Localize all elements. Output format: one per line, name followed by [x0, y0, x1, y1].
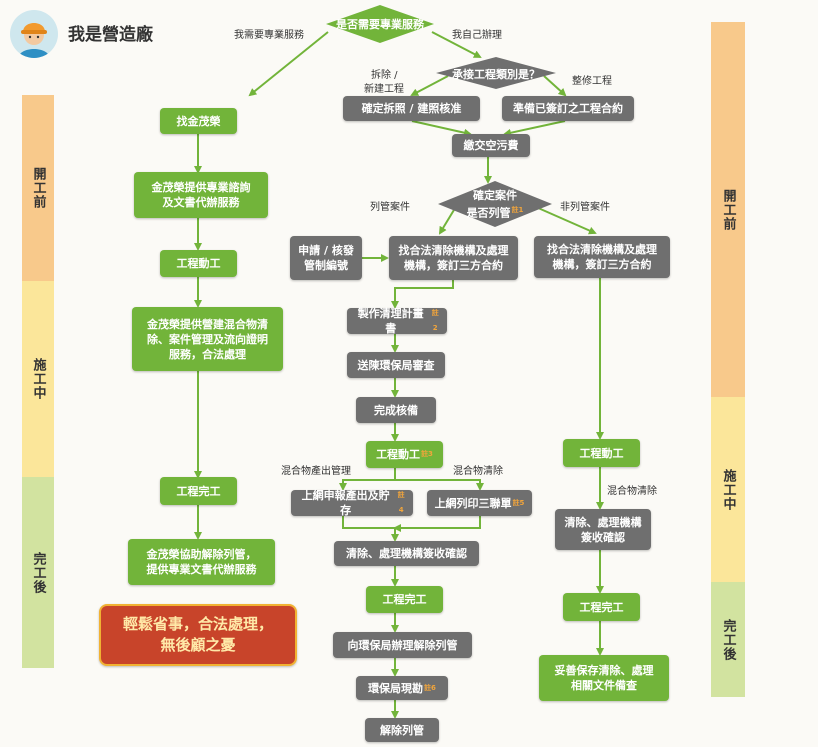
- slogan-line2: 無後顧之憂: [160, 636, 236, 654]
- label-mix-clear: 混合物清除: [453, 466, 503, 477]
- box-mid-start-label: 工程動工: [376, 448, 421, 461]
- box-keep-docs-line1: 妥善保存清除、處理: [554, 664, 654, 677]
- box-right-complete: 工程完工: [563, 593, 640, 621]
- note-2: 註2: [431, 309, 439, 332]
- decision-listed-line1: 確定案件: [473, 189, 517, 202]
- label-listed: 列管案件: [370, 202, 410, 213]
- box-left-complete: 工程完工: [160, 477, 237, 505]
- box-consult: 金茂榮提供專業諮詢 及文書代辦服務: [134, 172, 268, 218]
- decision-project-type: 承接工程類別是？: [435, 56, 557, 90]
- box-inspect: 環保局現勘註6: [356, 676, 448, 700]
- box-contract: 準備已簽訂之工程合約: [502, 96, 634, 121]
- box-find-org-right-line2: 機構，簽訂三方合約: [552, 258, 652, 271]
- slogan-line1: 輕鬆省事，合法處理，: [122, 615, 273, 633]
- box-plan-label: 製作清理計畫書: [357, 307, 424, 335]
- box-apply: 申請 / 核發 管制編號: [290, 236, 362, 280]
- decision-listed: 確定案件 是否列管註1: [437, 180, 553, 228]
- box-sign-right: 清除、處理機構 簽收確認: [555, 509, 651, 550]
- box-service-line2: 除、案件管理及流向證明: [147, 332, 268, 346]
- box-service-line1: 金茂榮提供營建混合物清: [147, 317, 268, 331]
- slogan-box: 輕鬆省事，合法處理， 無後顧之憂: [99, 604, 297, 666]
- box-left-start: 工程動工: [160, 250, 237, 277]
- note-4: 註4: [397, 491, 405, 514]
- box-submit: 送陳環保局審查: [347, 352, 445, 378]
- box-plan: 製作清理計畫書註2: [347, 307, 447, 335]
- decision-project-type-label: 承接工程類別是？: [452, 68, 540, 81]
- box-report: 上網申報產出及貯存註4: [291, 489, 413, 517]
- phase-mid-left: 施工中: [22, 281, 54, 477]
- box-find-org-mid-line2: 機構，簽訂三方合約: [404, 259, 503, 272]
- box-print: 上網列印三聯單註5: [427, 490, 532, 516]
- box-apply-line2: 管制編號: [304, 259, 348, 272]
- phase-pre-left: 開工前: [22, 95, 54, 281]
- box-mid-start: 工程動工註3: [366, 441, 443, 468]
- box-inspect-label: 環保局現勘: [368, 681, 424, 695]
- box-find-org-mid: 找合法清除機構及處理 機構，簽訂三方合約: [389, 236, 518, 280]
- phase-post-left: 完工後: [22, 477, 54, 668]
- box-keep-docs-line2: 相關文件備查: [571, 679, 637, 692]
- decision-listed-line2: 是否列管: [466, 206, 511, 220]
- box-find-kmr: 找金茂榮: [160, 108, 237, 134]
- decision-need-service-label: 是否需要專業服務: [336, 18, 424, 31]
- box-keep-docs: 妥善保存清除、處理 相關文件備查: [539, 655, 669, 701]
- note-1: 註1: [511, 206, 524, 214]
- avatar: [10, 10, 58, 58]
- box-service-line3: 服務，合法處理: [169, 347, 246, 361]
- box-find-org-mid-line1: 找合法清除機構及處理: [398, 244, 509, 257]
- box-consult-line1: 金茂榮提供專業諮詢: [151, 181, 251, 194]
- box-consult-line2: 及文書代辦服務: [162, 196, 240, 209]
- label-demo-2: 新建工程: [364, 84, 404, 95]
- page-title: 我是營造廠: [68, 25, 153, 45]
- box-release-line1: 金茂榮協助解除列管，: [146, 548, 257, 561]
- box-sign-right-line1: 清除、處理機構: [564, 515, 642, 529]
- label-mix-output: 混合物產出管理: [281, 466, 351, 477]
- box-mid-complete: 工程完工: [366, 586, 443, 613]
- box-sign-mid: 清除、處理機構簽收確認: [334, 541, 479, 566]
- box-find-org-right: 找合法清除機構及處理 機構，簽訂三方合約: [534, 236, 670, 278]
- box-apply-line1: 申請 / 核發: [298, 244, 354, 257]
- box-service: 金茂榮提供營建混合物清 除、案件管理及流向證明 服務，合法處理: [132, 307, 283, 371]
- note-3: 註3: [421, 450, 433, 458]
- label-self: 我自己辦理: [452, 30, 502, 41]
- box-right-start: 工程動工: [563, 439, 640, 467]
- label-demo-1: 拆除 /: [371, 70, 398, 81]
- note-6: 註6: [424, 683, 436, 692]
- label-need-service: 我需要專業服務: [234, 30, 304, 41]
- box-find-org-right-line1: 找合法清除機構及處理: [547, 243, 657, 256]
- box-release-line2: 提供專業文書代辦服務: [146, 563, 257, 576]
- box-approve: 完成核備: [356, 397, 436, 423]
- phase-post-right: 完工後: [711, 582, 745, 697]
- decision-need-service: 是否需要專業服務: [325, 4, 435, 44]
- phase-pre-right: 開工前: [711, 22, 745, 397]
- note-5: 註5: [512, 498, 525, 507]
- phase-mid-right: 施工中: [711, 397, 745, 582]
- label-mix-clear-right: 混合物清除: [607, 486, 657, 497]
- label-unlisted: 非列管案件: [560, 202, 610, 213]
- worker-avatar-icon: [10, 10, 58, 58]
- box-print-label: 上網列印三聯單: [434, 496, 512, 510]
- box-release: 金茂榮協助解除列管， 提供專業文書代辦服務: [128, 539, 275, 585]
- box-permit: 確定拆照 / 建照核准: [343, 96, 480, 121]
- label-repair: 整修工程: [572, 76, 612, 87]
- box-released: 解除列管: [365, 718, 439, 742]
- box-report-label: 上網申報產出及貯存: [301, 489, 390, 517]
- box-sign-right-line2: 簽收確認: [581, 530, 625, 544]
- box-apply-release: 向環保局辦理解除列管: [333, 632, 472, 658]
- box-fee: 繳交空污費: [452, 134, 530, 157]
